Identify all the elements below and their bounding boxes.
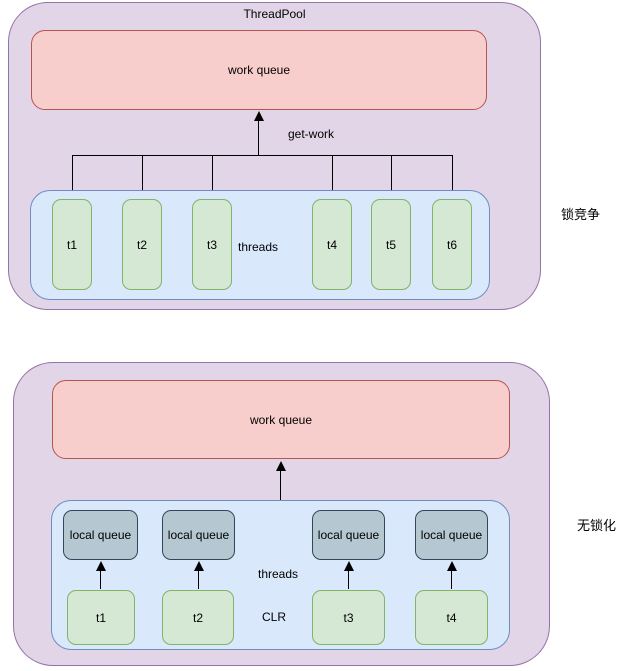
connector-t1 <box>72 155 73 199</box>
lock-contention-label: 锁竞争 <box>561 207 601 222</box>
thread-b4-label: t4 <box>446 610 457 625</box>
thread-b3-label: t3 <box>343 610 354 625</box>
thread-t2-label: t2 <box>136 237 147 252</box>
local-arrow-3-line <box>348 570 349 589</box>
local-arrowhead-4-icon <box>447 561 457 571</box>
connector-t5 <box>391 155 392 199</box>
thread-box-t5: t5 <box>371 199 411 290</box>
thread-t5-label: t5 <box>385 237 396 252</box>
work-queue-bottom: work queue <box>52 380 510 459</box>
thread-box-b2: t2 <box>162 590 234 645</box>
thread-box-t2: t2 <box>122 199 162 290</box>
thread-box-b3: t3 <box>312 590 385 645</box>
connector-t3 <box>212 155 213 199</box>
get-work-arrow-line <box>258 120 259 155</box>
thread-t1-label: t1 <box>66 237 77 252</box>
local-queue-1: local queue <box>63 510 138 560</box>
thread-box-t3: t3 <box>192 199 232 290</box>
threads-band-top <box>30 190 490 300</box>
thread-box-b1: t1 <box>67 590 135 645</box>
local-queue-4: local queue <box>415 510 488 560</box>
work-queue-top: work queue <box>31 30 487 110</box>
local-queue-4-label: local queue <box>420 528 483 542</box>
threads-label-bottom: threads <box>258 567 299 581</box>
get-work-label: get-work <box>288 127 335 141</box>
local-queue-2-label: local queue <box>167 528 230 542</box>
work-queue-bottom-label: work queue <box>249 412 313 427</box>
local-arrowhead-3-icon <box>344 561 354 571</box>
thread-box-t6: t6 <box>432 199 472 290</box>
work-queue-arrowhead-icon <box>276 461 286 471</box>
local-arrowhead-2-icon <box>194 561 204 571</box>
local-queue-2: local queue <box>162 510 235 560</box>
local-queue-1-label: local queue <box>69 528 132 542</box>
connector-t2 <box>142 155 143 199</box>
local-arrow-4-line <box>451 570 452 589</box>
get-work-arrowhead-icon <box>254 111 264 121</box>
local-queue-3-label: local queue <box>317 528 380 542</box>
thread-box-b4: t4 <box>415 590 488 645</box>
thread-box-t4: t4 <box>312 199 352 290</box>
bus-line <box>72 155 452 156</box>
local-arrow-1-line <box>100 570 101 589</box>
thread-box-t1: t1 <box>52 199 92 290</box>
local-arrowhead-1-icon <box>96 561 106 571</box>
work-queue-top-label: work queue <box>227 63 291 77</box>
thread-b1-label: t1 <box>95 610 106 625</box>
threads-label-top: threads <box>238 240 279 254</box>
local-arrow-2-line <box>198 570 199 589</box>
work-queue-arrow-line <box>280 470 281 500</box>
thread-t3-label: t3 <box>206 237 217 252</box>
local-queue-3: local queue <box>312 510 385 560</box>
threadpool-title: ThreadPool <box>243 7 306 21</box>
thread-t4-label: t4 <box>326 237 337 252</box>
thread-b2-label: t2 <box>192 610 203 625</box>
connector-t6 <box>452 155 453 199</box>
lock-free-label: 无锁化 <box>577 518 617 533</box>
connector-t4 <box>332 155 333 199</box>
thread-t6-label: t6 <box>446 237 457 252</box>
clr-label: CLR <box>262 610 287 624</box>
